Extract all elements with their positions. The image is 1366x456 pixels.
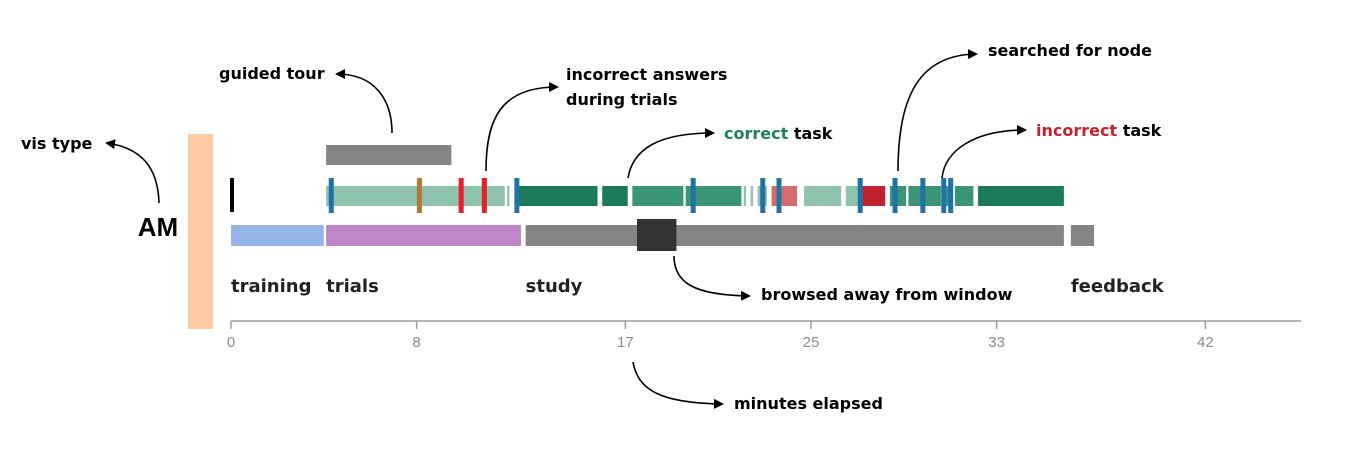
x-tick-label-33: 33 [988,334,1005,351]
searched-node-annotation: searched for node [988,41,1152,60]
guided-tour-arrow [335,69,393,134]
minutes-elapsed-annotation: minutes elapsed [734,394,883,413]
phase-label-trials: trials [326,276,379,297]
minutes-elapsed-arrow [632,361,724,409]
task-bar-0 [326,186,505,206]
annotation-arrows [105,49,1027,409]
task-bar-10 [804,186,842,206]
task-bar-16 [954,186,974,206]
event-marker-10 [920,178,926,213]
overlays [230,145,677,251]
correct-task-suffix: task [788,124,833,143]
event-marker-8 [857,178,863,213]
task-bar-3 [602,186,628,206]
x-tick-label-8: 8 [412,334,420,351]
task-bar-6 [743,186,747,206]
browsed-away-block [637,219,677,251]
vis-type-label: AM [138,212,178,242]
browsed-away-annotation: browsed away from window [761,285,1013,304]
phase-label-study: study [526,276,583,297]
event-marker-7 [776,178,782,213]
incorrect-trials-arrow [485,82,559,172]
event-marker-11 [941,178,947,213]
task-bar-12 [859,186,886,206]
event-marker-9 [892,178,898,213]
task-bar-4 [632,186,684,206]
vis-type-arrow [105,139,160,204]
event-marker-1 [416,178,422,213]
task-bar-13 [889,186,907,206]
session-start-marker [230,178,234,212]
task-bar-2 [516,186,598,206]
event-marker-3 [481,178,487,213]
incorrect-task-arrow [941,125,1027,179]
event-marker-0 [328,178,334,213]
x-axis: 0 8 17 25 33 42 [227,320,1301,351]
phase-bar-feedback [1070,225,1095,246]
phase-label-training: training [231,276,311,297]
task-bar-7 [750,186,753,206]
task-bar-17 [978,186,1064,206]
searched-node-arrow [897,49,978,172]
guided-tour-bar [326,145,452,165]
phase-label-feedback: feedback [1071,276,1165,297]
task-bar-1 [507,186,510,206]
phase-labels: training trials study feedback [231,276,1165,297]
incorrect-task-suffix: task [1117,121,1162,140]
x-tick-label-42: 42 [1197,334,1214,351]
incorrect-trials-annotation-line1: incorrect answers [566,65,727,84]
event-markers [328,178,954,213]
event-marker-5 [690,178,696,213]
task-bar-9 [771,186,798,206]
event-marker-12 [948,178,954,213]
task-bar-5 [685,186,742,206]
vis-type-annotation: vis type [21,134,93,153]
browsed-away-arrow [673,255,751,301]
event-marker-4 [514,178,520,213]
phase-bar-training [231,225,324,246]
incorrect-trials-annotation-line2: during trials [566,90,677,109]
phase-bar-study [525,225,1064,246]
correct-task-annotation: correct task [724,124,833,143]
x-tick-label-17: 17 [617,334,634,351]
task-bar-11 [845,186,860,206]
correct-word: correct [724,124,789,143]
vis-type-band [188,134,213,329]
incorrect-word: incorrect [1036,121,1117,140]
guided-tour-annotation: guided tour [219,64,325,83]
correct-task-arrow [627,128,715,179]
x-tick-label-0: 0 [227,334,235,351]
phase-bar-trials [326,225,521,246]
incorrect-task-annotation: incorrect task [1036,121,1162,140]
event-marker-2 [458,178,464,213]
x-tick-label-25: 25 [803,334,820,351]
event-marker-6 [760,178,766,213]
